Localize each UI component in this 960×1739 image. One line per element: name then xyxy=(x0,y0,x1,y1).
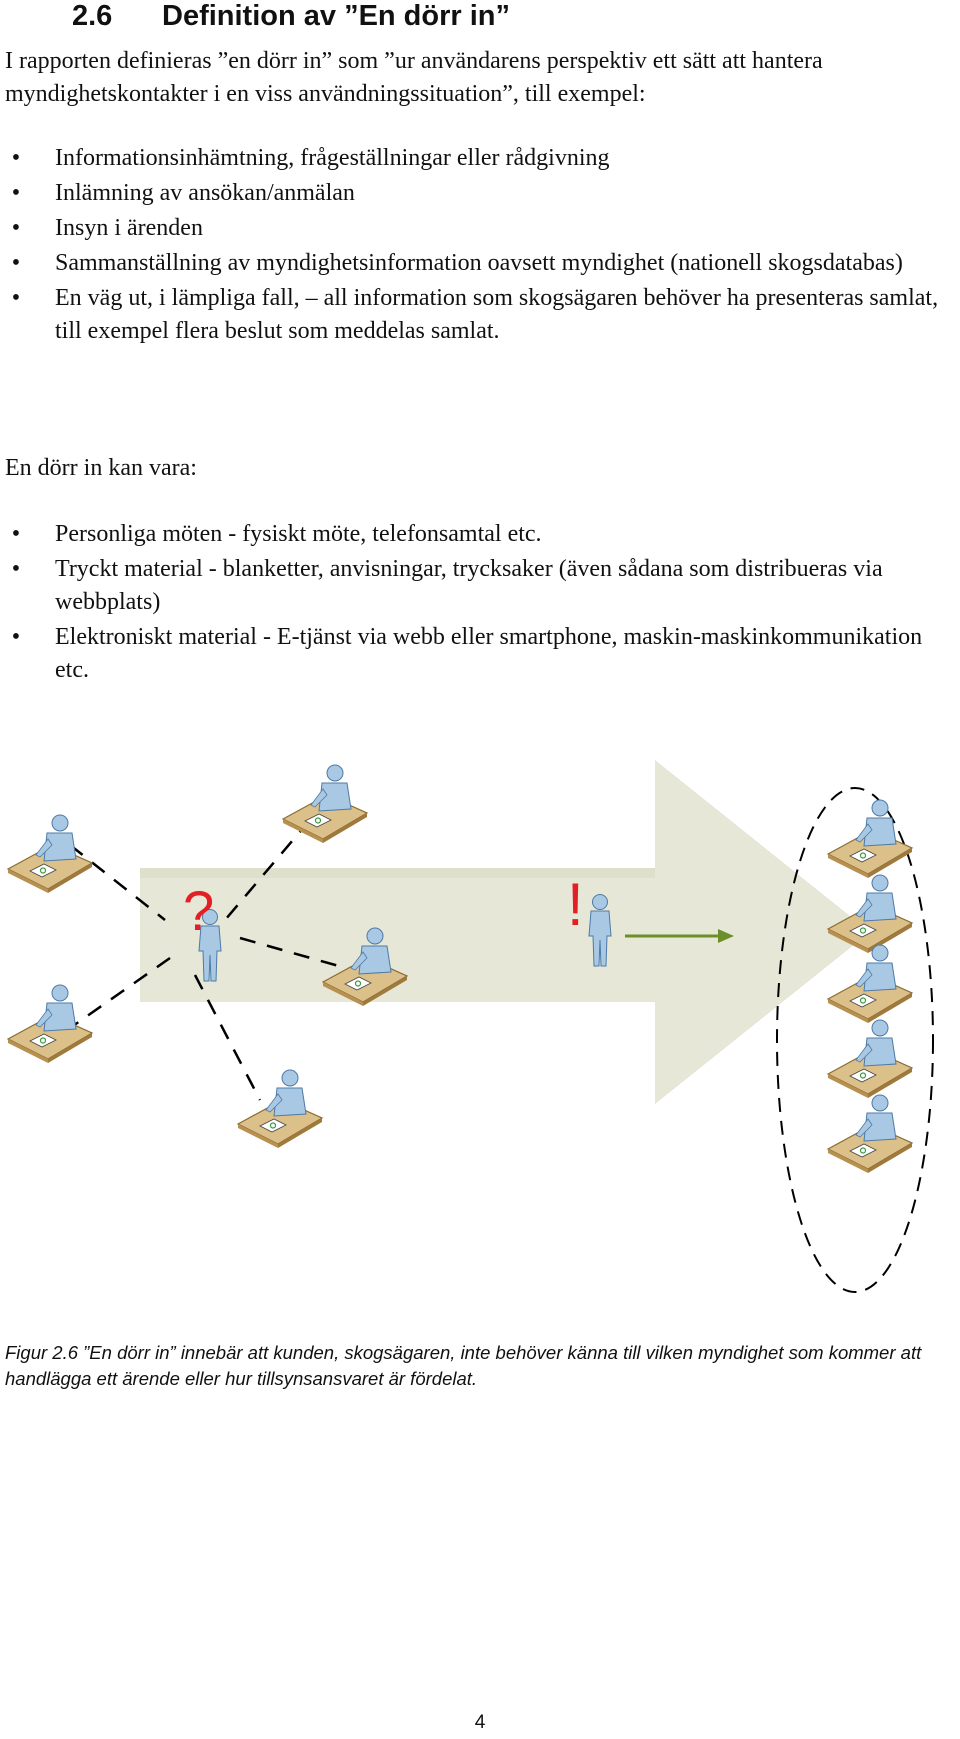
section-heading: 2.6 Definition av ”En dörr in” xyxy=(72,0,510,32)
list-item-text: Informationsinhämtning, frågeställningar… xyxy=(55,145,610,171)
page-number: 4 xyxy=(474,1712,486,1733)
list-item: • Tryckt material - blanketter, anvisning… xyxy=(0,553,940,619)
connection-lines xyxy=(59,819,361,1101)
question-mark: ? xyxy=(183,879,214,942)
list-item: • Personliga möten - fysiskt möte, telefo… xyxy=(0,518,940,551)
authority-agent-icon xyxy=(827,799,913,879)
section-title: Definition av ”En dörr in” xyxy=(162,0,511,32)
authorities-ellipse xyxy=(776,787,934,1293)
authority-agent-icon xyxy=(827,1019,913,1099)
list-item: • Sammanställning av myndighetsinformatio… xyxy=(0,247,940,280)
bullet-icon: • xyxy=(11,250,21,276)
list-item-text: Elektroniskt material - E-tjänst via web… xyxy=(55,624,923,683)
door-types-list: • Personliga möten - fysiskt möte, telefo… xyxy=(0,518,940,689)
list-item-text: Insyn i ärenden xyxy=(55,215,203,241)
bullet-icon: • xyxy=(11,285,21,311)
purpose-list: • Informationsinhämtning, frågeställninga… xyxy=(0,142,940,350)
green-arrow-icon xyxy=(625,929,734,943)
list-item-text: En väg ut, i lämpliga fall, – all inform… xyxy=(55,285,939,344)
authority-agent-icon xyxy=(827,1094,913,1174)
bullet-icon: • xyxy=(11,145,21,171)
bullet-icon: • xyxy=(11,180,21,206)
list-item: • Insyn i ärenden xyxy=(0,212,940,245)
intro-paragraph: I rapporten definieras ”en dörr in” som … xyxy=(5,48,823,107)
list-item-text: Tryckt material - blanketter, anvisninga… xyxy=(55,556,883,615)
authority-agent-icon xyxy=(827,944,913,1024)
list-item-text: Inlämning av ansökan/anmälan xyxy=(55,180,355,206)
big-arrow xyxy=(140,760,870,1104)
section-number: 2.6 xyxy=(72,0,113,32)
list-item: • En väg ut, i lämpliga fall, – all infor… xyxy=(0,282,940,348)
exclamation-mark: ! xyxy=(567,871,584,938)
list-item-text: Sammanställning av myndighetsinformation… xyxy=(55,250,903,276)
agent-icon xyxy=(7,984,93,1064)
agent-icon xyxy=(282,764,368,844)
figure-caption: Figur 2.6 ”En dörr in” innebär att kunde… xyxy=(5,1342,922,1389)
one-door-figure: ? ! xyxy=(7,760,934,1293)
list-item: • Elektroniskt material - E-tjänst via we… xyxy=(0,621,940,687)
list-item-text: Personliga möten - fysiskt möte, telefon… xyxy=(55,521,542,547)
bullet-icon: • xyxy=(11,215,21,241)
bullet-icon: • xyxy=(11,556,21,582)
door-intro-paragraph: En dörr in kan vara: xyxy=(5,455,197,481)
list-item: • Inlämning av ansökan/anmälan xyxy=(0,177,940,210)
bullet-icon: • xyxy=(11,624,21,650)
bullet-icon: • xyxy=(11,521,21,547)
list-item: • Informationsinhämtning, frågeställninga… xyxy=(0,142,940,175)
